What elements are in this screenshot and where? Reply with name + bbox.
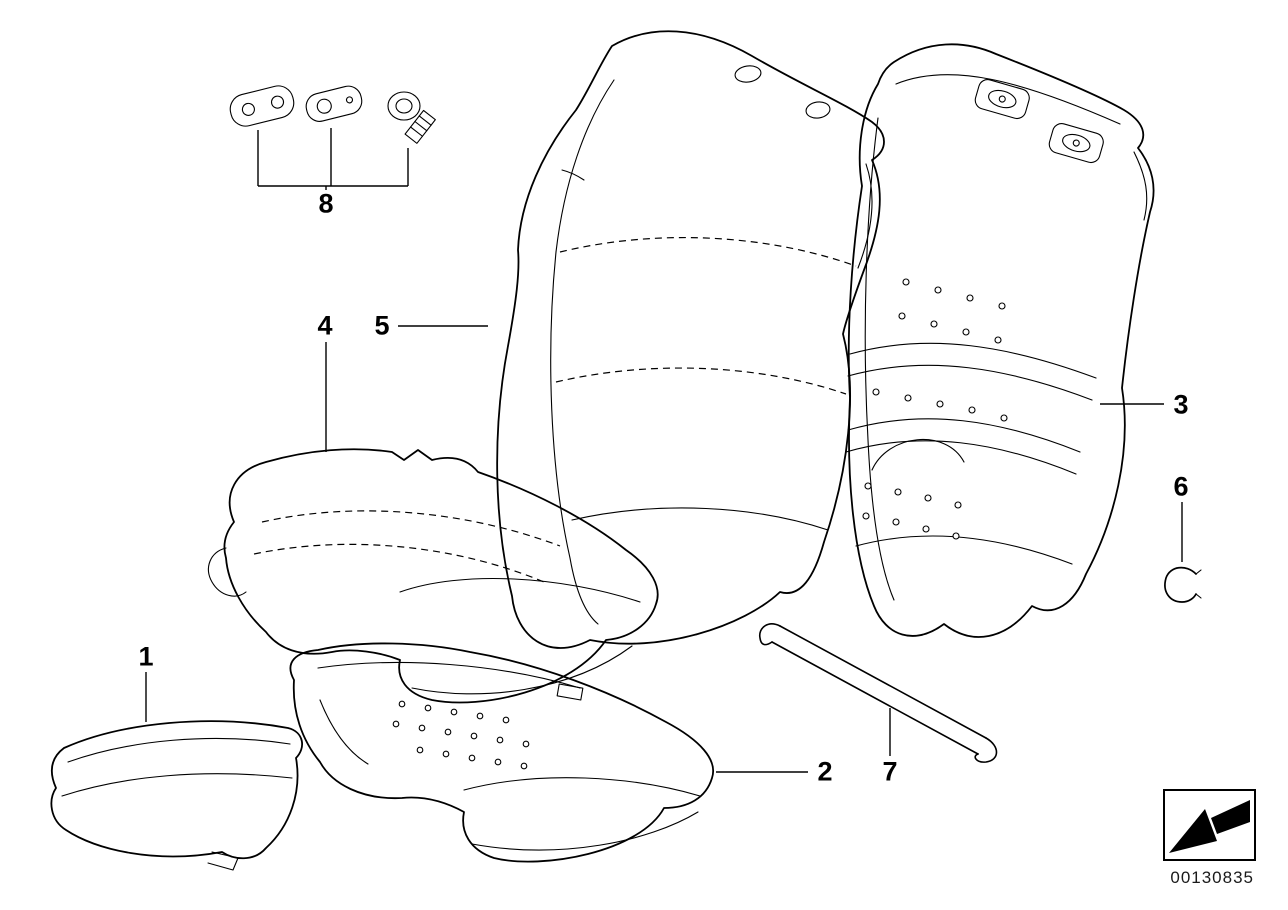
part-retaining-clip <box>1164 566 1202 603</box>
bracket-plate-b <box>305 85 363 122</box>
callout-8[interactable]: 8 <box>318 188 334 219</box>
callout-2[interactable]: 2 <box>817 756 833 787</box>
part-wire-rod <box>758 623 998 763</box>
callout-1[interactable]: 1 <box>138 641 154 672</box>
view-direction-stamp-box <box>1163 789 1256 861</box>
image-number: 00130835 <box>1170 868 1254 887</box>
headrest-guide-left <box>974 79 1030 120</box>
callout-7[interactable]: 7 <box>882 756 898 787</box>
callout-6[interactable]: 6 <box>1173 471 1189 502</box>
leader-lines <box>145 128 1183 773</box>
callout-4[interactable]: 4 <box>317 310 333 341</box>
part-seat-cushion-cover <box>208 448 659 704</box>
part-fasteners <box>229 85 436 144</box>
screw <box>387 91 436 144</box>
headrest-guide-right <box>1048 123 1104 164</box>
callout-5[interactable]: 5 <box>374 310 390 341</box>
part-side-pad <box>50 720 303 871</box>
part-backrest-pad <box>845 43 1155 638</box>
bracket-plate-a <box>229 85 295 127</box>
part-backrest-cover <box>496 30 885 649</box>
part-seat-cushion-pad <box>289 642 714 863</box>
view-direction-arrow-icon <box>1169 800 1250 853</box>
pad-holes <box>392 700 530 770</box>
vent-holes <box>862 278 1008 540</box>
callout-3[interactable]: 3 <box>1173 389 1189 420</box>
